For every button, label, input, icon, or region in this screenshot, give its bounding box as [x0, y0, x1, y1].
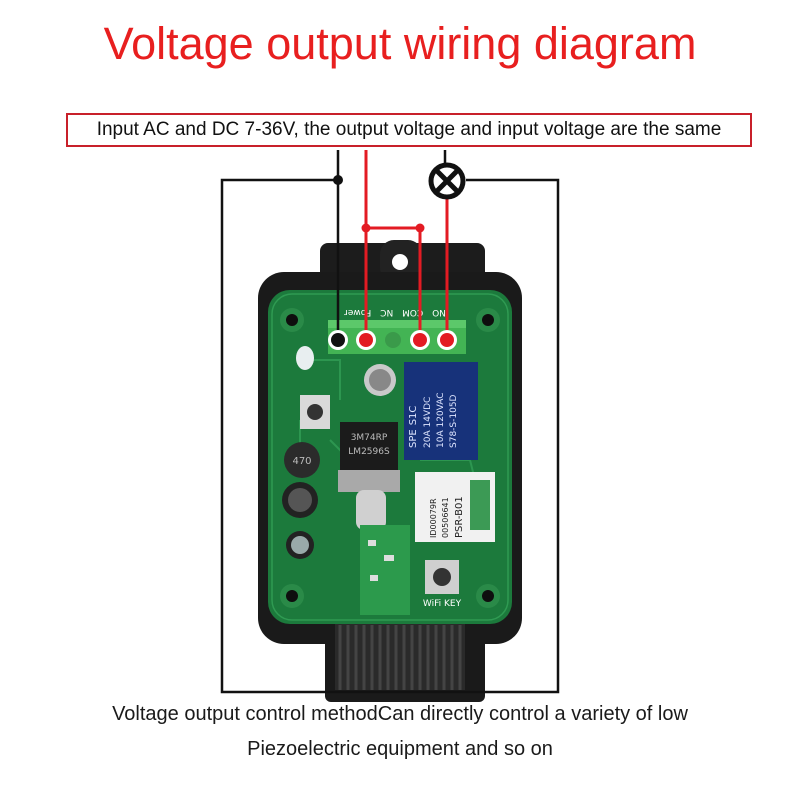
terminal-label-power: Power [344, 307, 372, 317]
mounting-hole [280, 308, 500, 608]
terminal-com [385, 332, 401, 348]
terminal-com-out [410, 330, 430, 350]
red-wire-junction [415, 223, 425, 233]
caption-line-2: Piezoelectric equipment and so on [247, 738, 553, 760]
rf-receiver-board [360, 525, 410, 615]
terminal-label-no: NO [432, 307, 446, 317]
reset-button [300, 395, 330, 429]
regulator-line1: 3M74RP [351, 433, 388, 443]
svg-text:SPES1C: SPE S1C [408, 406, 419, 448]
terminal-nc [356, 330, 376, 350]
antenna-coil [335, 620, 465, 690]
relay-brand: SPE [408, 429, 419, 448]
module-line1: ID00079R [429, 498, 438, 538]
relay-rating2: 10A 120VAC [436, 392, 446, 448]
wifi-key-label: WiFi KEY [423, 599, 462, 609]
input-voltage-note: Input AC and DC 7-36V, the output voltag… [66, 113, 752, 147]
module-line3: PSR-B01 [454, 496, 465, 538]
terminal-label-nc: NC [380, 307, 393, 317]
crystal [356, 490, 386, 530]
red-wire-junction [361, 223, 371, 233]
diagram-title: Voltage output wiring diagram [103, 18, 697, 69]
terminal-label-com: COM [402, 307, 423, 317]
relay-model: S1C [408, 406, 419, 426]
terminal-power [328, 330, 348, 350]
lamp-load-icon [428, 162, 466, 200]
module-line2: 00506641 [441, 497, 450, 538]
wifi-key-button: WiFi KEY [423, 560, 462, 609]
wifi-module: ID00079R 00506641 PSR-B01 [415, 472, 495, 542]
relay: SPE S1C 20A 14VDC 10A 120VAC S78-S-105D [404, 362, 478, 460]
regulator-line2: LM2596S [348, 447, 390, 457]
wire-junction [333, 175, 343, 185]
caption-line-1: Voltage output control methodCan directl… [112, 703, 688, 725]
electrolytic-capacitor [282, 364, 396, 559]
inductor: 470 [284, 442, 320, 478]
inductor-label: 470 [292, 456, 311, 467]
relay-part: S78-S-105D [449, 394, 459, 448]
relay-rating1: 20A 14VDC [423, 397, 433, 448]
voltage-regulator-chip: 3M74RP LM2596S [338, 422, 400, 492]
terminal-no [437, 330, 457, 350]
led-indicator [296, 346, 314, 370]
svg-text:NO COM NC Po: NO COM NC Power [344, 307, 446, 317]
